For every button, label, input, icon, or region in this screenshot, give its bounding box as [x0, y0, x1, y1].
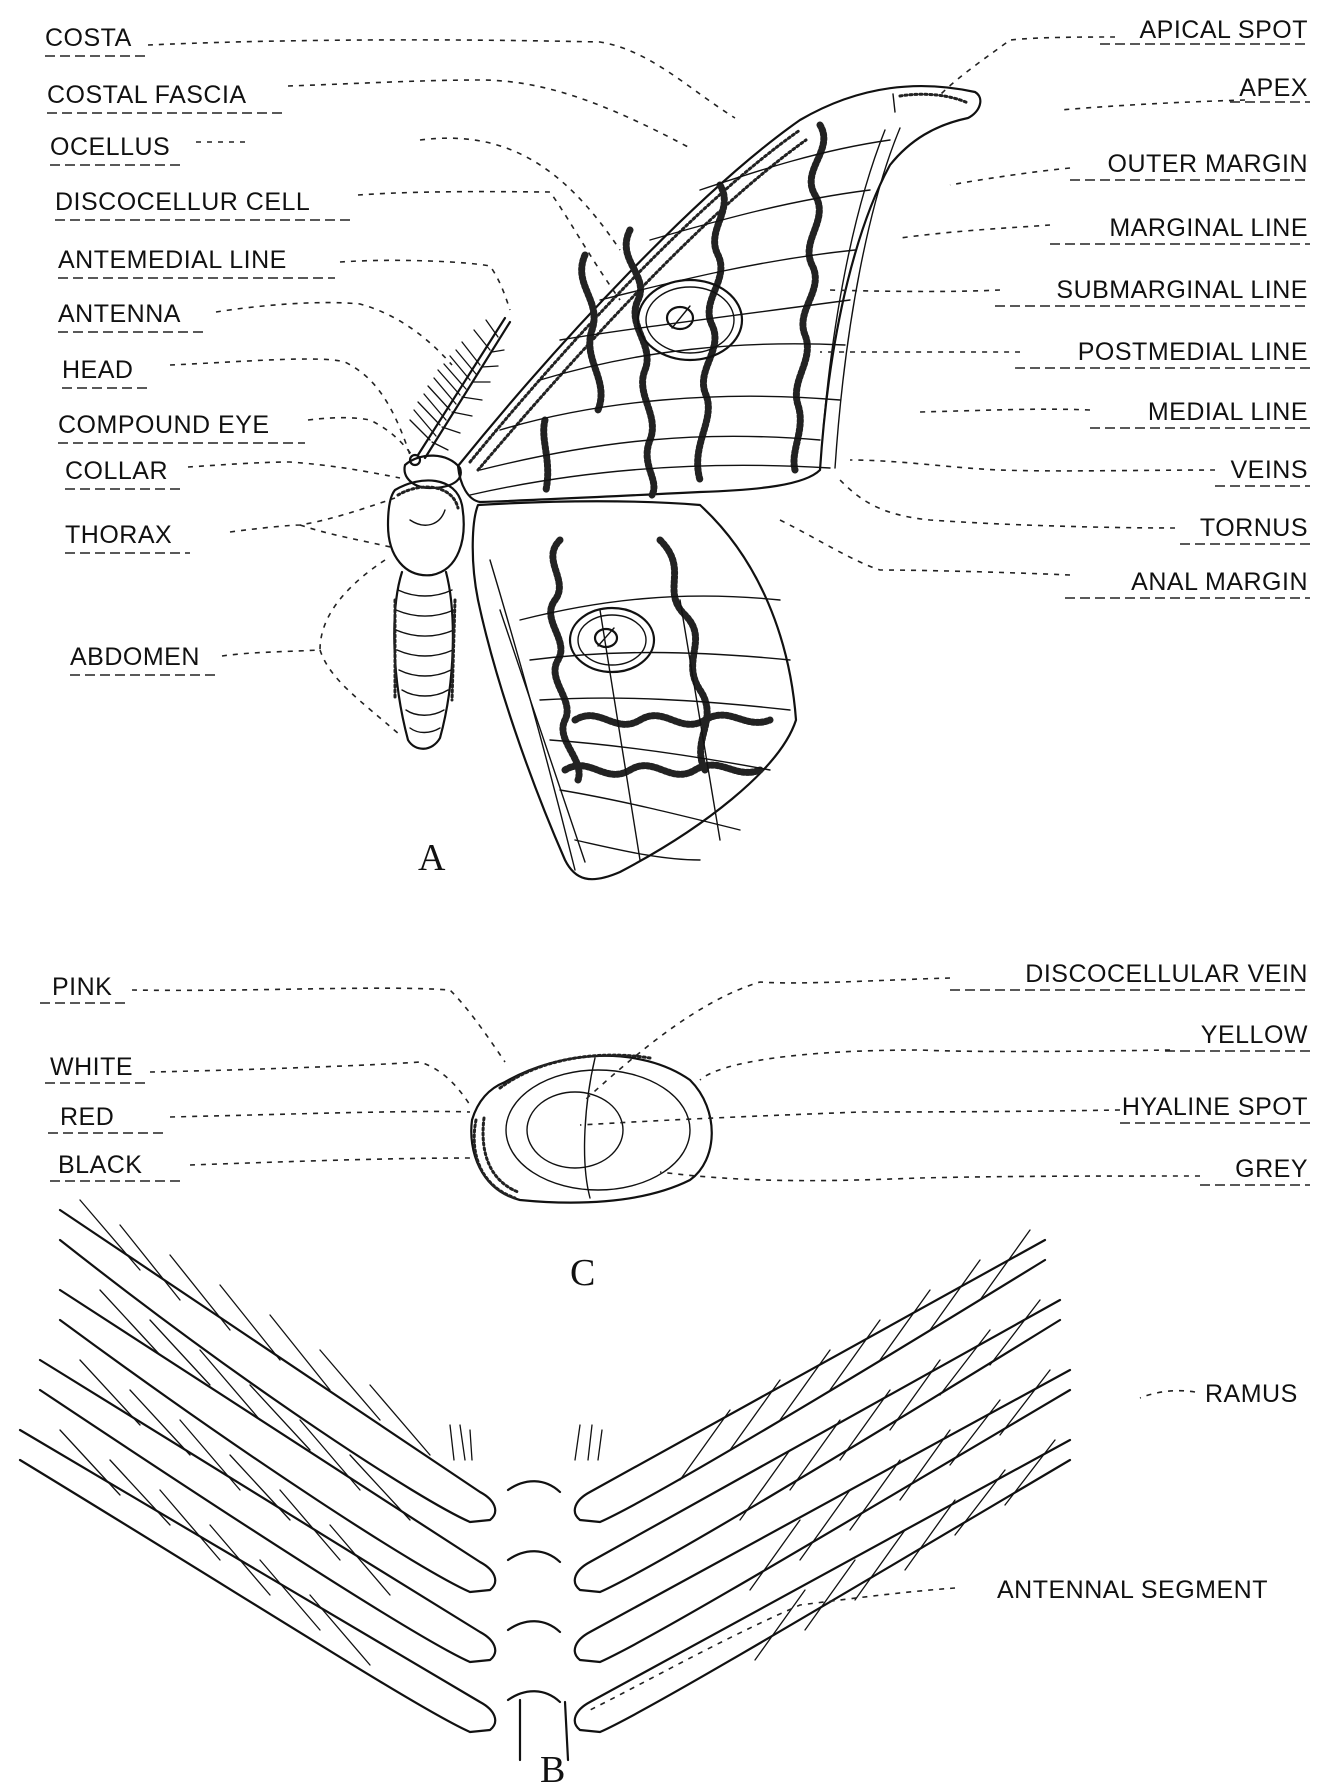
- label-costal-fascia: COSTAL FASCIA: [47, 81, 247, 109]
- label-ocellus: OCELLUS: [50, 133, 170, 161]
- antenna-right-rami: [575, 1230, 1070, 1732]
- moth-forewing-drawing: [458, 86, 980, 502]
- label-compound-eye: COMPOUND EYE: [58, 411, 270, 439]
- label-grey: GREY: [1235, 1155, 1308, 1183]
- label-red: RED: [60, 1103, 114, 1131]
- label-ramus: RAMUS: [1205, 1380, 1298, 1408]
- label-antemedial-line: ANTEMEDIAL LINE: [58, 246, 287, 274]
- label-discocellur-cell: DISCOCELLUR CELL: [55, 188, 310, 216]
- panel-a-left-labels: COSTA COSTAL FASCIA OCELLUS DISCOCELLUR …: [45, 24, 310, 671]
- label-antennal-segment: ANTENNAL SEGMENT: [997, 1576, 1268, 1604]
- moth-antenna-drawing: [410, 318, 510, 458]
- label-apical-spot: APICAL SPOT: [1139, 16, 1308, 44]
- label-yellow: YELLOW: [1201, 1021, 1308, 1049]
- ocellus-detail-drawing: [471, 1055, 711, 1203]
- panel-label-c: C: [570, 1252, 595, 1294]
- antenna-left-rami: [20, 1200, 495, 1732]
- label-thorax: THORAX: [65, 521, 172, 549]
- label-discocellular-vein: DISCOCELLULAR VEIN: [1025, 960, 1308, 988]
- panel-c-leader-lines: [132, 978, 1200, 1181]
- label-apex: APEX: [1239, 74, 1308, 102]
- panel-b-leader-lines: [590, 1391, 1195, 1710]
- label-postmedial-line: POSTMEDIAL LINE: [1078, 338, 1308, 366]
- label-head: HEAD: [62, 356, 133, 384]
- label-black: BLACK: [58, 1151, 142, 1179]
- moth-drawing: [388, 86, 980, 879]
- label-tornus: TORNUS: [1200, 514, 1308, 542]
- panel-b-labels: RAMUS ANTENNAL SEGMENT: [997, 1380, 1298, 1604]
- label-medial-line: MEDIAL LINE: [1148, 398, 1308, 426]
- label-marginal-line: MARGINAL LINE: [1109, 214, 1308, 242]
- panel-c-labels: PINK WHITE RED BLACK DISCOCELLULAR VEIN …: [50, 960, 1308, 1183]
- label-veins: VEINS: [1230, 456, 1308, 484]
- moth-body-drawing: [388, 455, 464, 749]
- label-submarginal-line: SUBMARGINAL LINE: [1056, 276, 1308, 304]
- antenna-segment-drawing: [20, 1200, 1070, 1760]
- label-white: WHITE: [50, 1053, 133, 1081]
- label-collar: COLLAR: [65, 457, 168, 485]
- panel-label-a: A: [418, 837, 446, 879]
- panel-c-underlines: [40, 990, 1310, 1185]
- label-anal-margin: ANAL MARGIN: [1131, 568, 1308, 596]
- moth-hindwing-drawing: [473, 501, 796, 879]
- label-outer-margin: OUTER MARGIN: [1108, 150, 1308, 178]
- label-abdomen: ABDOMEN: [70, 643, 200, 671]
- label-hyaline-spot: HYALINE SPOT: [1122, 1093, 1308, 1121]
- label-antenna: ANTENNA: [58, 300, 181, 328]
- label-pink: PINK: [52, 973, 112, 1001]
- label-costa: COSTA: [45, 24, 132, 52]
- panel-label-b: B: [540, 1749, 565, 1791]
